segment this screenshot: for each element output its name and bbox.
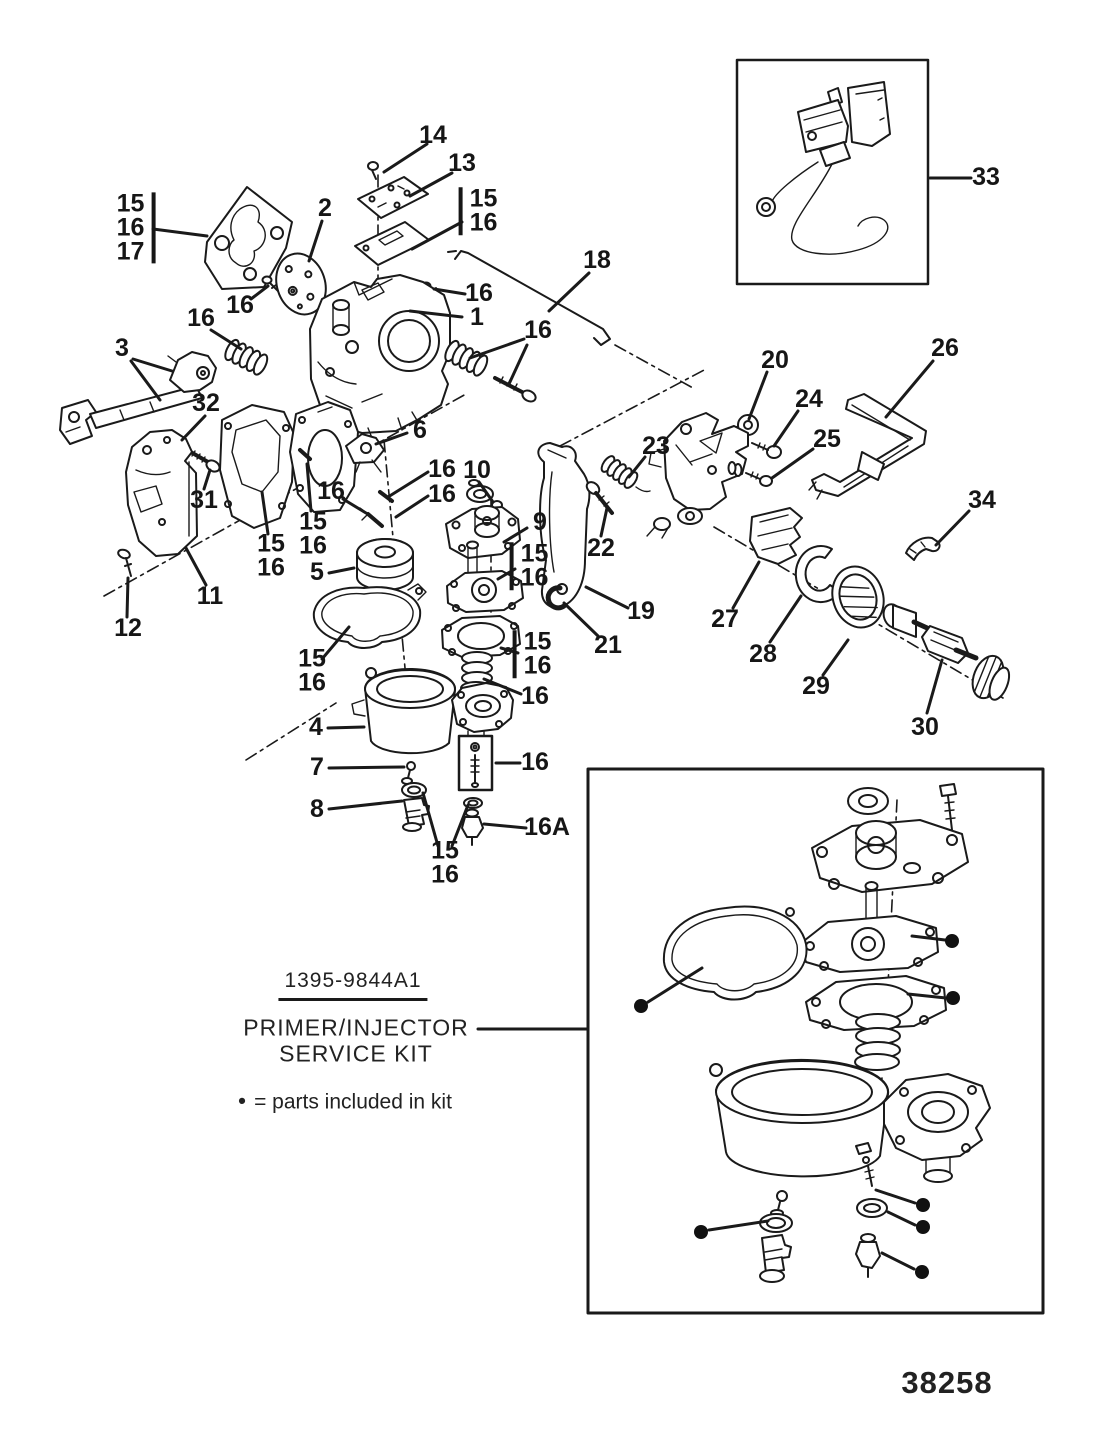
kit-spring (854, 1013, 901, 1071)
leader-lines (125, 142, 973, 1031)
kit-included-bullet-icon: • (238, 1087, 247, 1114)
kit-legend-text: = parts included in kit (254, 1090, 452, 1114)
part-choke-lever-26 (808, 393, 927, 500)
kit-title-line2: SERVICE KIT (279, 1041, 433, 1067)
kit-screw (939, 783, 957, 831)
screw-16-under-gasket (261, 275, 279, 292)
part-needle-jet-16-box (457, 734, 494, 792)
part-link-rod-18 (447, 250, 611, 346)
part-pump-cover-9 (445, 505, 521, 559)
part-screen-29 (831, 565, 885, 629)
part-plug-8 (401, 782, 430, 832)
part-gasket-15-16-left (219, 404, 295, 529)
part-valve-7 (401, 761, 416, 785)
kit-legend: • = parts included in kit (238, 1088, 452, 1115)
part-pump-diaphragm-15-16 (446, 540, 524, 613)
part-needle-16A (461, 808, 484, 846)
part-plunger-30 (882, 603, 1011, 701)
screw-22 (585, 481, 614, 515)
inset-box-service-kit (586, 767, 1045, 1315)
screw-16-mixture (493, 376, 537, 403)
part-cam-follower-19 (537, 442, 591, 609)
kit-washer (847, 787, 889, 815)
kit-part-number: 1395-9844A1 (278, 969, 428, 1001)
kit-small-parts-left (759, 1190, 793, 1283)
part-gasket-15-16-top (354, 221, 430, 266)
kit-title-line1: PRIMER/INJECTOR (243, 1014, 469, 1041)
spring-23-tail (635, 486, 651, 493)
screw-12 (117, 548, 132, 577)
part-bracket-assembly-20 (646, 412, 759, 539)
pin-16-a (298, 448, 312, 461)
part-float-5 (356, 538, 414, 591)
kit-bowl-gasket (662, 905, 808, 1001)
figure-number: 38258 (901, 1365, 993, 1400)
kit-pump-cover (811, 819, 969, 893)
screw-24 (751, 442, 782, 459)
screw-25 (727, 461, 773, 487)
part-solenoid-33 (756, 81, 891, 255)
part-clip-34 (905, 536, 941, 561)
part-throttle-lever-3 (59, 351, 217, 445)
kit-small-parts-right (855, 1142, 888, 1278)
part-float-hinge-6 (345, 433, 385, 473)
part-diaphragm-2 (275, 252, 327, 316)
part-cover-plate-13 (357, 176, 429, 219)
part-plate-15-16-mid (289, 401, 359, 513)
part-holder-27 (749, 507, 803, 565)
part-eclip-21 (545, 585, 567, 611)
kit-diaphragm (799, 881, 939, 973)
pin-16-c (378, 490, 394, 503)
screw-14 (367, 161, 379, 180)
kit-included-marks (634, 934, 960, 1279)
spring-16-left (224, 338, 269, 376)
part-mount-gasket-15-16-17 (204, 186, 293, 290)
part-float-bowl-4 (351, 667, 514, 755)
inset-box-solenoid (735, 58, 930, 286)
part-bowl-gasket-15-16 (312, 583, 427, 649)
part-carburetor-body-1 (309, 274, 451, 444)
spring-23 (600, 455, 639, 489)
kit-title: PRIMER/INJECTOR SERVICE KIT (243, 1015, 468, 1068)
part-primer-bracket-11 (125, 429, 198, 557)
spring-16-right (444, 339, 489, 377)
kit-float-bowl (709, 1058, 991, 1183)
kit-gasket (805, 975, 947, 1031)
